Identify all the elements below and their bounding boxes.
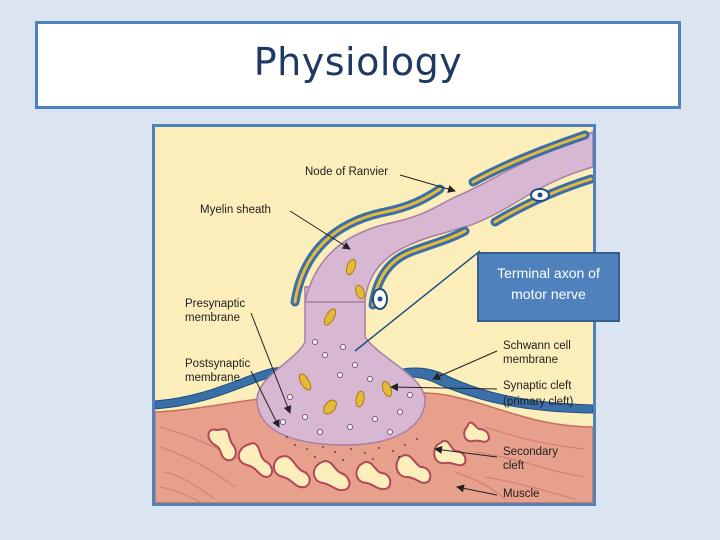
label-secondary-1: Secondary bbox=[503, 446, 558, 458]
label-postsynaptic-1: Postsynaptic bbox=[185, 358, 250, 370]
label-schwann-1: Schwann cell bbox=[503, 340, 571, 352]
acetylcholine-dots bbox=[286, 436, 418, 461]
label-myelin-sheath: Myelin sheath bbox=[200, 204, 271, 216]
label-presynaptic-2: membrane bbox=[185, 312, 240, 324]
label-node-of-ranvier: Node of Ranvier bbox=[305, 166, 388, 178]
label-cleft-1: Synaptic cleft bbox=[503, 380, 572, 392]
page-title: Physiology bbox=[253, 40, 463, 84]
leader-lines bbox=[250, 174, 498, 496]
axon-terminal bbox=[256, 286, 426, 446]
label-presynaptic-1: Presynaptic bbox=[185, 298, 245, 310]
diagram-svg: Node of Ranvier Myelin sheath Presynapti… bbox=[155, 130, 593, 503]
label-muscle: Muscle bbox=[503, 488, 539, 500]
mitochondria bbox=[298, 258, 393, 415]
myelin-sheath bbox=[290, 130, 593, 310]
label-secondary-2: cleft bbox=[503, 460, 525, 472]
muscle-striations bbox=[159, 426, 586, 503]
title-box: Physiology bbox=[35, 21, 681, 109]
label-postsynaptic-2: membrane bbox=[185, 372, 240, 384]
synaptic-vesicles bbox=[280, 339, 413, 435]
label-schwann-2: membrane bbox=[503, 354, 558, 366]
terminal-axon-callout: Terminal axon of motor nerve bbox=[477, 252, 620, 322]
label-cleft-2: (primary cleft) bbox=[503, 396, 573, 408]
